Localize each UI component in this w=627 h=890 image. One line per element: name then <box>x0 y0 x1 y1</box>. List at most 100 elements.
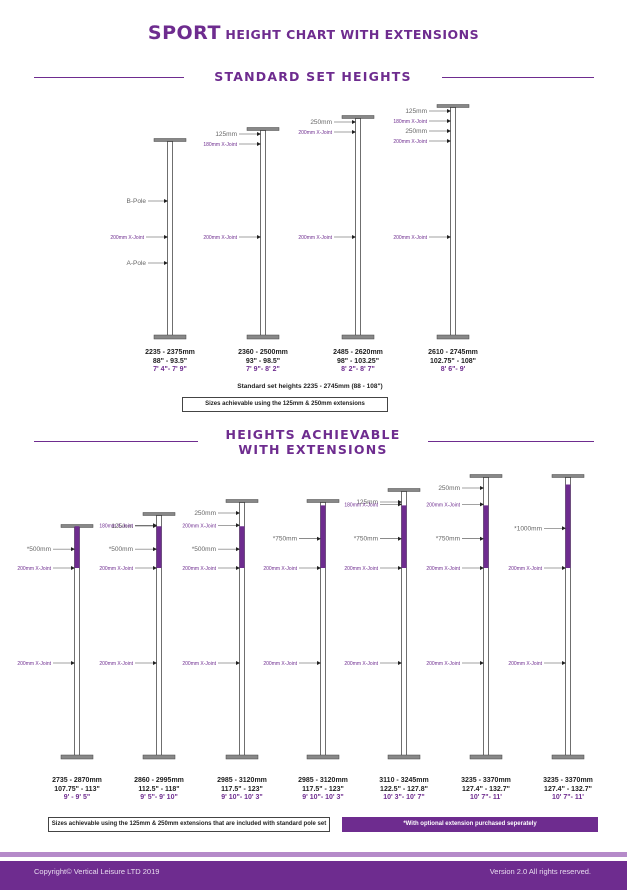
a-pole-arrowhead <box>164 261 168 265</box>
pole-shaft <box>260 130 266 336</box>
std-joint-1-label: 180mm X-Joint <box>99 523 133 529</box>
ext-3-label: 125mm <box>405 108 427 115</box>
height-inches: 127.4" - 132.7" <box>462 785 510 793</box>
mid-joint-1-arrowhead <box>257 235 261 239</box>
mid2-4-label: 200mm X-Joint <box>344 661 378 667</box>
mid-joint-0-arrowhead <box>164 235 168 239</box>
height-feet: 9' 5"- 9' 10" <box>140 794 178 801</box>
height-inches: 127.4" - 132.7" <box>544 785 592 793</box>
height-feet: 8' 6"- 9' <box>440 366 466 373</box>
b-pole-label: B-Pole <box>126 198 146 205</box>
pole-cap <box>246 127 280 131</box>
copyright: Copyright© Vertical Leisure LTD 2019 <box>34 867 160 876</box>
ext2-3-label: 250mm <box>405 128 427 135</box>
mid1-4-label: 200mm X-Joint <box>344 566 378 572</box>
opt-1-arrowhead <box>153 547 157 552</box>
mid1-6-label: 200mm X-Joint <box>508 566 542 572</box>
height-inches: 122.5" - 127.8" <box>380 785 428 793</box>
height-feet: 9' - 9' 5" <box>63 794 91 801</box>
height-inches: 98" - 103.25" <box>336 357 380 365</box>
footer: Copyright© Vertical Leisure LTD 2019 Ver… <box>0 861 627 890</box>
height-mm: 2485 - 2620mm <box>333 349 383 356</box>
std-joint-1-arrowhead <box>153 523 157 528</box>
mid1-3-label: 200mm X-Joint <box>263 566 297 572</box>
section-rule-left <box>34 77 184 78</box>
pole-shaft <box>167 141 173 336</box>
section-rule-right <box>442 77 594 78</box>
optional-extension-segment <box>239 526 245 568</box>
mid1-2-arrowhead <box>236 566 240 570</box>
ext-3-arrowhead <box>447 109 451 113</box>
mid1-1-arrowhead <box>153 566 157 570</box>
pole-cap <box>436 104 470 108</box>
ext-1-label: 125mm <box>215 131 237 138</box>
pole-base <box>246 334 280 340</box>
mid-joint-1-label: 200mm X-Joint <box>203 235 237 241</box>
std-joint-4-label: 180mm X-Joint <box>344 502 378 508</box>
standard-section-title: STANDARD SET HEIGHTS <box>214 69 412 84</box>
height-inches: 112.5" - 118" <box>138 785 180 793</box>
opt-5-arrowhead <box>480 536 484 541</box>
opt-3-label: *750mm <box>273 536 297 543</box>
mid-joint-2-arrowhead <box>352 235 356 239</box>
mid2-1-label: 200mm X-Joint <box>99 661 133 667</box>
std-ext-2-label: 250mm <box>194 510 216 517</box>
mid2-3-label: 200mm X-Joint <box>263 661 297 667</box>
mid2-4-arrowhead <box>398 661 402 665</box>
opt-5-label: *750mm <box>436 536 460 543</box>
included-extensions-box: Sizes achievable using the 125mm & 250mm… <box>48 817 330 832</box>
pole-cap <box>551 474 585 478</box>
ext-2-label: 250mm <box>310 119 332 126</box>
mid1-0-label: 200mm X-Joint <box>17 566 51 572</box>
achievable-title-line2: WITH EXTENSIONS <box>238 442 388 457</box>
mid2-2-arrowhead <box>236 661 240 665</box>
opt-0-label: *500mm <box>27 546 51 553</box>
height-feet: 10' 7"- 11' <box>552 794 584 801</box>
pole-base <box>551 754 585 760</box>
opt-6-label: *1000mm <box>514 525 542 532</box>
pole-cap <box>387 488 421 492</box>
ext-joint-2-label: 200mm X-Joint <box>298 130 332 136</box>
title-rest: HEIGHT CHART WITH EXTENSIONS <box>225 27 480 42</box>
pole-base <box>142 754 176 760</box>
mid1-0-arrowhead <box>71 566 75 570</box>
height-inches: 102.75" - 108" <box>430 357 476 365</box>
mid2-0-label: 200mm X-Joint <box>17 661 51 667</box>
height-mm: 2735 - 2870mm <box>52 777 102 784</box>
mid1-6-arrowhead <box>562 566 566 570</box>
mid-joint-2-label: 200mm X-Joint <box>298 235 332 241</box>
mid2-0-arrowhead <box>71 661 75 665</box>
height-mm: 3235 - 3370mm <box>461 777 511 784</box>
std-joint-2-arrowhead <box>236 523 240 528</box>
std-joint-5-label: 200mm X-Joint <box>426 502 460 508</box>
height-inches: 88" - 93.5" <box>152 357 188 365</box>
height-feet: 10' 3"- 10' 7" <box>383 794 425 801</box>
footer-stripe <box>0 852 627 857</box>
optional-extension-box: *With optional extension purchased seper… <box>342 817 598 832</box>
pole-cap <box>469 474 503 478</box>
pole-cap <box>142 512 176 516</box>
ext-joint-1-arrowhead <box>257 142 261 146</box>
pole-cap <box>341 115 375 119</box>
std-joint-4-arrowhead <box>398 502 402 507</box>
pole-base <box>341 334 375 340</box>
height-inches: 93" - 98.5" <box>245 357 281 365</box>
version: Version 2.0 All rights reserved. <box>489 867 591 876</box>
optional-extension-segment <box>320 505 326 568</box>
ext2-3-arrowhead <box>447 129 451 133</box>
mid2-1-arrowhead <box>153 661 157 665</box>
opt-4-arrowhead <box>398 536 402 541</box>
std-joint-2-label: 200mm X-Joint <box>182 523 216 529</box>
height-mm: 3110 - 3245mm <box>379 777 429 784</box>
mid2-6-label: 200mm X-Joint <box>508 661 542 667</box>
height-mm: 2985 - 3120mm <box>217 777 267 784</box>
